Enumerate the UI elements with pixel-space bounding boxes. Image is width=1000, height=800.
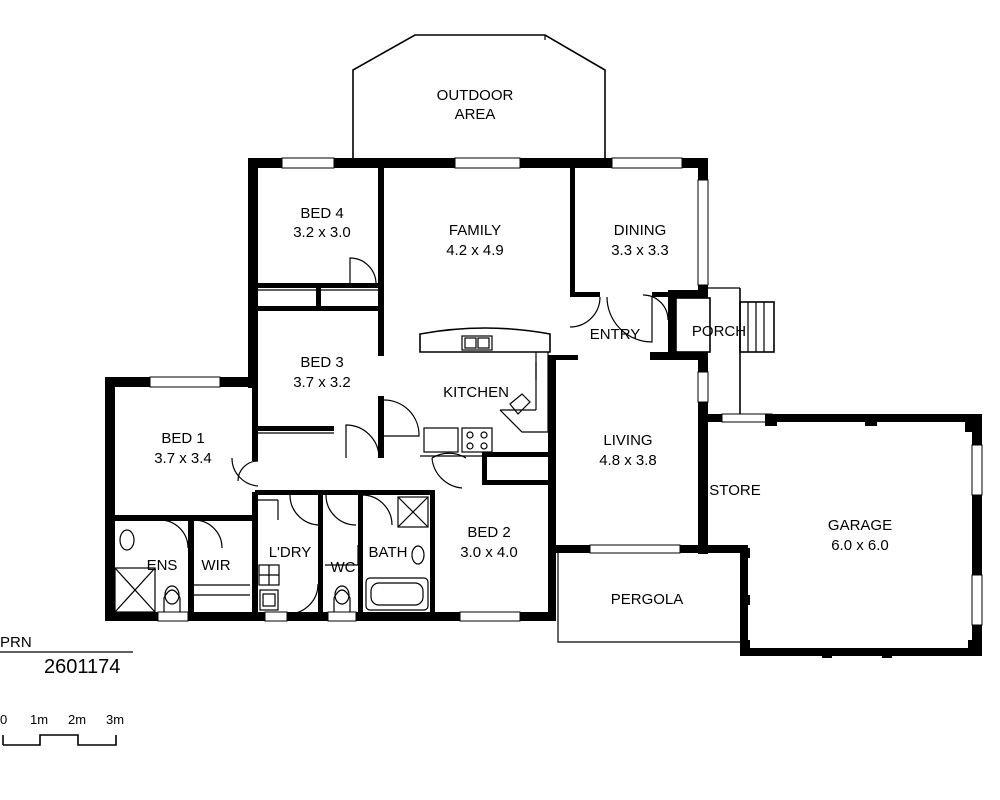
outdoor-area-label-2: AREA (455, 106, 496, 123)
door-swings (159, 257, 669, 615)
bathroom-fixtures (114, 496, 429, 613)
garage-label: GARAGE (828, 517, 892, 534)
scale-bar (2, 734, 117, 746)
kitchen-fixtures (419, 327, 551, 457)
interior-walls (115, 168, 708, 620)
scale-label-2m: 2m (68, 712, 87, 727)
prn-label: PRN (0, 634, 32, 651)
family-size: 4.2 x 4.9 (446, 242, 504, 259)
bed3-label: BED 3 (300, 354, 343, 371)
ens-label: ENS (147, 557, 178, 574)
windows (149, 157, 983, 626)
bed1-label: BED 1 (161, 430, 204, 447)
robe-lines (194, 289, 378, 596)
laundry-label: L'DRY (269, 544, 312, 561)
store-label: STORE (709, 482, 760, 499)
wir-label: WIR (201, 557, 230, 574)
garage-size: 6.0 x 6.0 (831, 537, 889, 554)
outdoor-area-outline (352, 34, 606, 160)
bed2-label: BED 2 (467, 524, 510, 541)
bed3-size: 3.7 x 3.2 (293, 374, 351, 391)
wc-label: WC (331, 559, 356, 576)
entry-label: ENTRY (590, 326, 641, 343)
pergola-label: PERGOLA (611, 591, 684, 608)
family-label: FAMILY (449, 222, 501, 239)
porch-steps (675, 287, 775, 414)
garage-posts (740, 414, 982, 658)
porch-label: PORCH (692, 323, 746, 340)
scale-label-3m: 3m (106, 712, 125, 727)
room-labels: OUTDOOR AREA BED 4 3.2 x 3.0 FAMILY 4.2 … (147, 87, 893, 608)
bath-label: BATH (369, 544, 408, 561)
bed4-label: BED 4 (300, 205, 343, 222)
bed1-size: 3.7 x 3.4 (154, 450, 212, 467)
prn-number: 2601174 (44, 656, 121, 678)
scale-label-0: 0 (0, 712, 8, 727)
exterior-walls (105, 158, 982, 656)
dining-size: 3.3 x 3.3 (611, 242, 669, 259)
bed4-size: 3.2 x 3.0 (293, 224, 351, 241)
dining-label: DINING (614, 222, 667, 239)
living-size: 4.8 x 3.8 (599, 452, 657, 469)
outdoor-area-label-1: OUTDOOR (437, 87, 514, 104)
bed2-size: 3.0 x 4.0 (460, 544, 518, 561)
kitchen-label: KITCHEN (443, 384, 509, 401)
pergola-outline (557, 553, 740, 643)
living-label: LIVING (603, 432, 652, 449)
scale-label-1m: 1m (30, 712, 49, 727)
